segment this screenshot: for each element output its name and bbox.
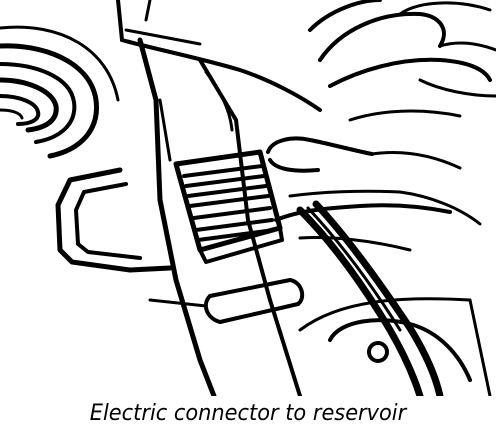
upper-right-hand (308, 0, 496, 122)
reservoir-cap-rings (0, 25, 120, 159)
hand-holding-connector (266, 136, 482, 252)
lower-right-component (298, 297, 492, 396)
locating-pin (148, 278, 305, 324)
housing-top-lines (116, 0, 322, 112)
mounting-bracket (55, 167, 173, 273)
connector-illustration (0, 0, 496, 396)
electric-connector (173, 149, 284, 264)
figure-caption: Electric connector to reservoir (89, 401, 407, 426)
housing-panel (137, 37, 302, 396)
